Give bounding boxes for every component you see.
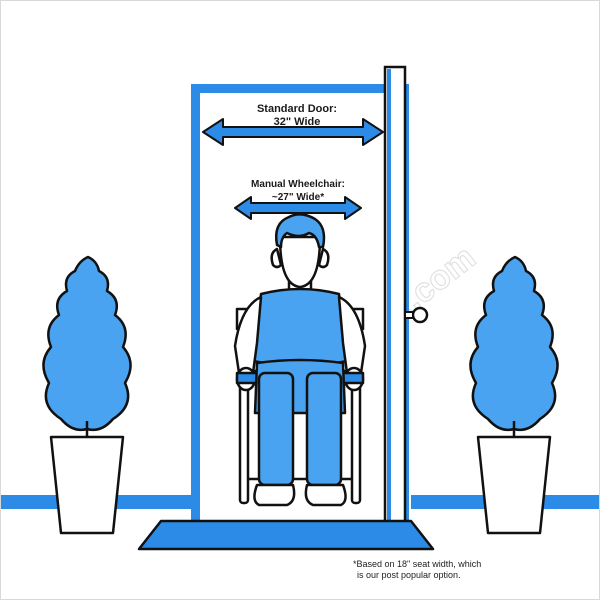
plant-left-foliage <box>42 255 132 432</box>
person-hair <box>275 213 326 249</box>
person-leg-right <box>305 371 343 487</box>
chair-label-line2: ~27" Wide* <box>272 192 324 203</box>
door-width-arrow <box>202 118 384 146</box>
person-ear-right <box>317 247 330 269</box>
plant-left-pot <box>49 435 125 535</box>
footnote-line1: *Based on 18" seat width, which <box>353 559 481 569</box>
person-leg-left <box>257 371 295 487</box>
chair-armrest-left <box>235 371 259 385</box>
door-knob <box>411 306 429 324</box>
person-face <box>278 235 322 289</box>
chair-width-arrow <box>234 196 362 220</box>
door-hinge-strip <box>387 69 391 535</box>
person-ear-left <box>270 247 283 269</box>
potted-plant-icon <box>42 255 132 535</box>
plant-right-pot <box>476 435 552 535</box>
door-label-line1: Standard Door: <box>257 103 337 115</box>
chair-armrest-right <box>341 371 365 385</box>
potted-plant-icon <box>469 255 559 535</box>
floor-mat <box>137 519 435 551</box>
person-torso <box>251 287 349 368</box>
person-foot-right <box>304 483 347 507</box>
chair-label-line1: Manual Wheelchair: <box>251 179 345 190</box>
double-arrow-icon <box>234 196 362 220</box>
footnote-line2: is our post popular option. <box>357 570 461 580</box>
person-foot-left <box>253 483 296 507</box>
door-label-line2: 32" Wide <box>274 116 321 128</box>
wheelchair-user-icon <box>233 213 367 507</box>
door-knob-neck <box>404 311 414 319</box>
plant-right-foliage <box>469 255 559 432</box>
double-arrow-icon <box>202 118 384 146</box>
